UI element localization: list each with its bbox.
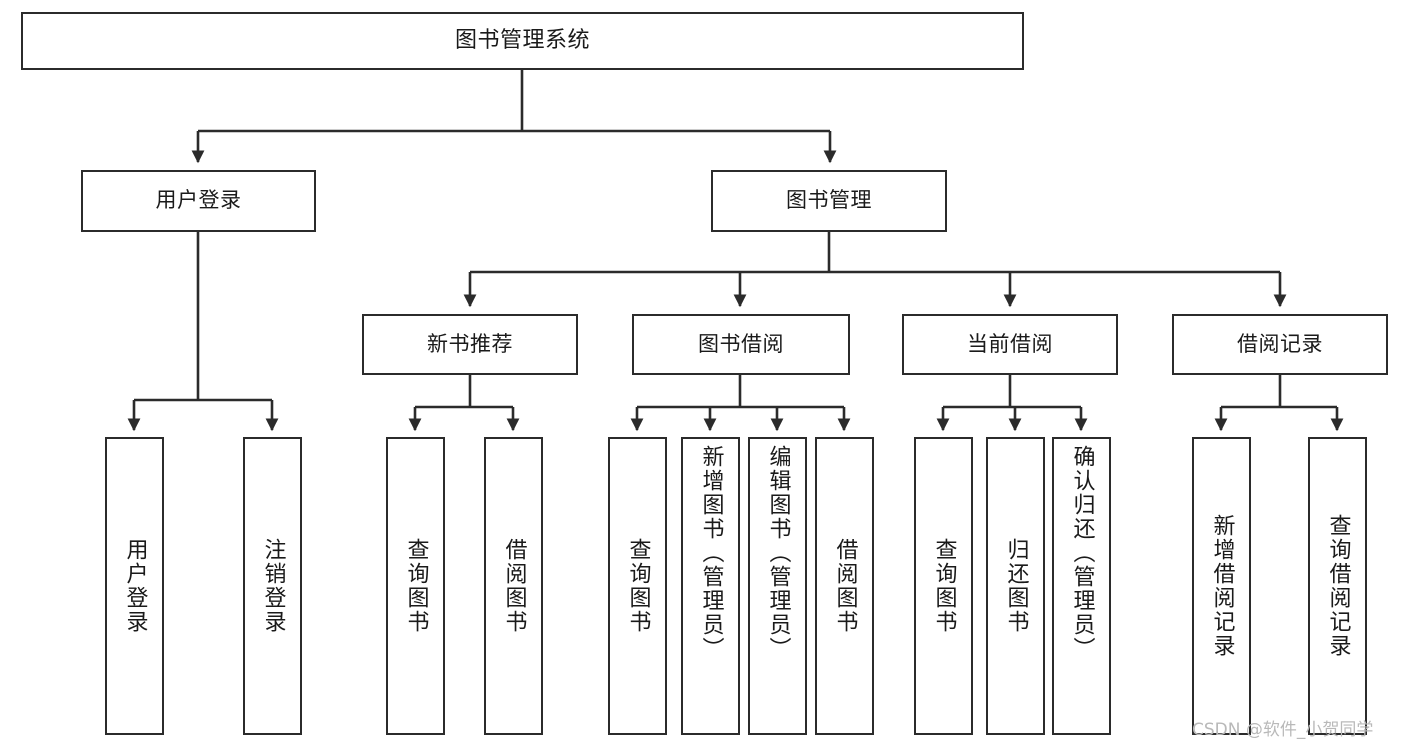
node-leaf-borrow-lend-book-label: 借阅图书	[832, 538, 858, 634]
node-leaf-cur-confirm-return[interactable]: 确认归还（管理员）	[1052, 437, 1111, 735]
node-leaf-user-logout[interactable]: 注销登录	[243, 437, 302, 735]
node-leaf-borrow-add-book[interactable]: 新增图书（管理员）	[681, 437, 740, 735]
node-leaf-rec-query-record-label: 查询借阅记录	[1325, 514, 1351, 658]
node-new-book-rec-label: 新书推荐	[427, 331, 513, 356]
node-user-login-label: 用户登录	[155, 188, 242, 213]
node-leaf-user-login[interactable]: 用户登录	[105, 437, 164, 735]
node-leaf-rec-borrow-book[interactable]: 借阅图书	[484, 437, 543, 735]
node-leaf-rec-borrow-book-label: 借阅图书	[501, 538, 527, 634]
node-leaf-rec-query-record[interactable]: 查询借阅记录	[1308, 437, 1367, 735]
node-borrow-record[interactable]: 借阅记录	[1172, 314, 1388, 375]
node-leaf-rec-add-record[interactable]: 新增借阅记录	[1192, 437, 1251, 735]
node-leaf-cur-confirm-return-label: 确认归还（管理员）	[1069, 445, 1095, 661]
node-leaf-borrow-query-book[interactable]: 查询图书	[608, 437, 667, 735]
node-book-borrow-label: 图书借阅	[698, 331, 784, 356]
node-leaf-borrow-lend-book[interactable]: 借阅图书	[815, 437, 874, 735]
node-current-borrow[interactable]: 当前借阅	[902, 314, 1118, 375]
node-leaf-cur-return-book-label: 归还图书	[1003, 538, 1029, 634]
node-root[interactable]: 图书管理系统	[21, 12, 1024, 70]
node-leaf-user-login-label: 用户登录	[122, 538, 148, 634]
node-leaf-borrow-edit-book-label: 编辑图书（管理员）	[765, 445, 791, 661]
node-user-login[interactable]: 用户登录	[81, 170, 316, 232]
node-leaf-borrow-add-book-label: 新增图书（管理员）	[698, 445, 724, 661]
node-leaf-rec-add-record-label: 新增借阅记录	[1209, 514, 1235, 658]
watermark: CSDN @软件_小贺同学	[1192, 720, 1374, 740]
node-leaf-borrow-edit-book[interactable]: 编辑图书（管理员）	[748, 437, 807, 735]
node-new-book-rec[interactable]: 新书推荐	[362, 314, 578, 375]
node-root-label: 图书管理系统	[454, 27, 590, 53]
node-book-manage-label: 图书管理	[786, 188, 872, 213]
node-borrow-record-label: 借阅记录	[1237, 331, 1323, 356]
node-leaf-borrow-query-book-label: 查询图书	[625, 538, 651, 634]
node-leaf-cur-query-book-label: 查询图书	[931, 538, 957, 634]
node-leaf-rec-query-book-label: 查询图书	[403, 538, 429, 634]
node-leaf-rec-query-book[interactable]: 查询图书	[386, 437, 445, 735]
node-leaf-user-logout-label: 注销登录	[260, 538, 286, 634]
node-book-borrow[interactable]: 图书借阅	[632, 314, 850, 375]
node-leaf-cur-return-book[interactable]: 归还图书	[986, 437, 1045, 735]
node-leaf-cur-query-book[interactable]: 查询图书	[914, 437, 973, 735]
node-current-borrow-label: 当前借阅	[967, 331, 1053, 356]
node-book-manage[interactable]: 图书管理	[711, 170, 947, 232]
